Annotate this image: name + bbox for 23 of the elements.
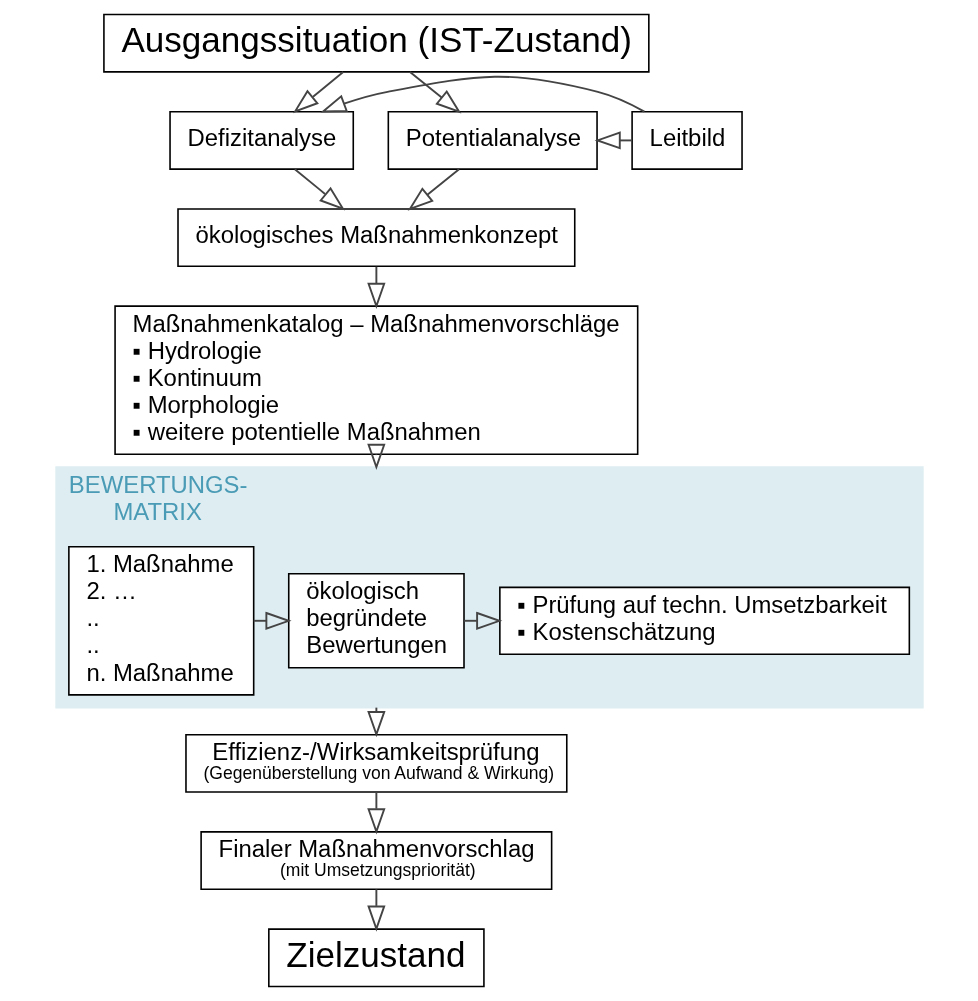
arrow bbox=[366, 888, 386, 932]
node-box: Zielzustand bbox=[267, 928, 485, 988]
node-box: Leitbild bbox=[630, 110, 743, 170]
node-box: 1. Maßnahme 2. … .. .. n. Maßnahme bbox=[67, 545, 254, 696]
arrow bbox=[293, 168, 345, 211]
node-box: Potentialanalyse bbox=[387, 110, 598, 170]
node-box: Effizienz-/Wirksamkeitsprüfung (Gegenüberstellung von Aufwand & Wirkung) bbox=[184, 733, 568, 793]
arrow bbox=[594, 131, 633, 150]
arrow bbox=[252, 611, 292, 630]
arrow bbox=[408, 71, 461, 114]
node-box: ökologisches Maßnahmenkonzept bbox=[176, 208, 576, 268]
arrow bbox=[319, 75, 645, 113]
arrow bbox=[366, 791, 386, 835]
node-box: Defizitanalyse bbox=[168, 110, 354, 170]
arrow bbox=[462, 611, 502, 630]
arrow bbox=[407, 168, 460, 211]
node-box: Ausgangssituation (IST-Zustand) bbox=[102, 13, 650, 73]
arrow bbox=[366, 265, 386, 309]
node-box: ▪ Prüfung auf techn. Umsetzbarkeit ▪ Kostenschätzung bbox=[498, 586, 910, 656]
arrow bbox=[366, 443, 386, 470]
node-box: ökologisch begründete Bewertungen bbox=[287, 573, 465, 669]
node-box: Finaler Maßnahmenvorschlag (mit Umsetzungspriorität) bbox=[199, 831, 552, 891]
arrow bbox=[292, 71, 344, 114]
